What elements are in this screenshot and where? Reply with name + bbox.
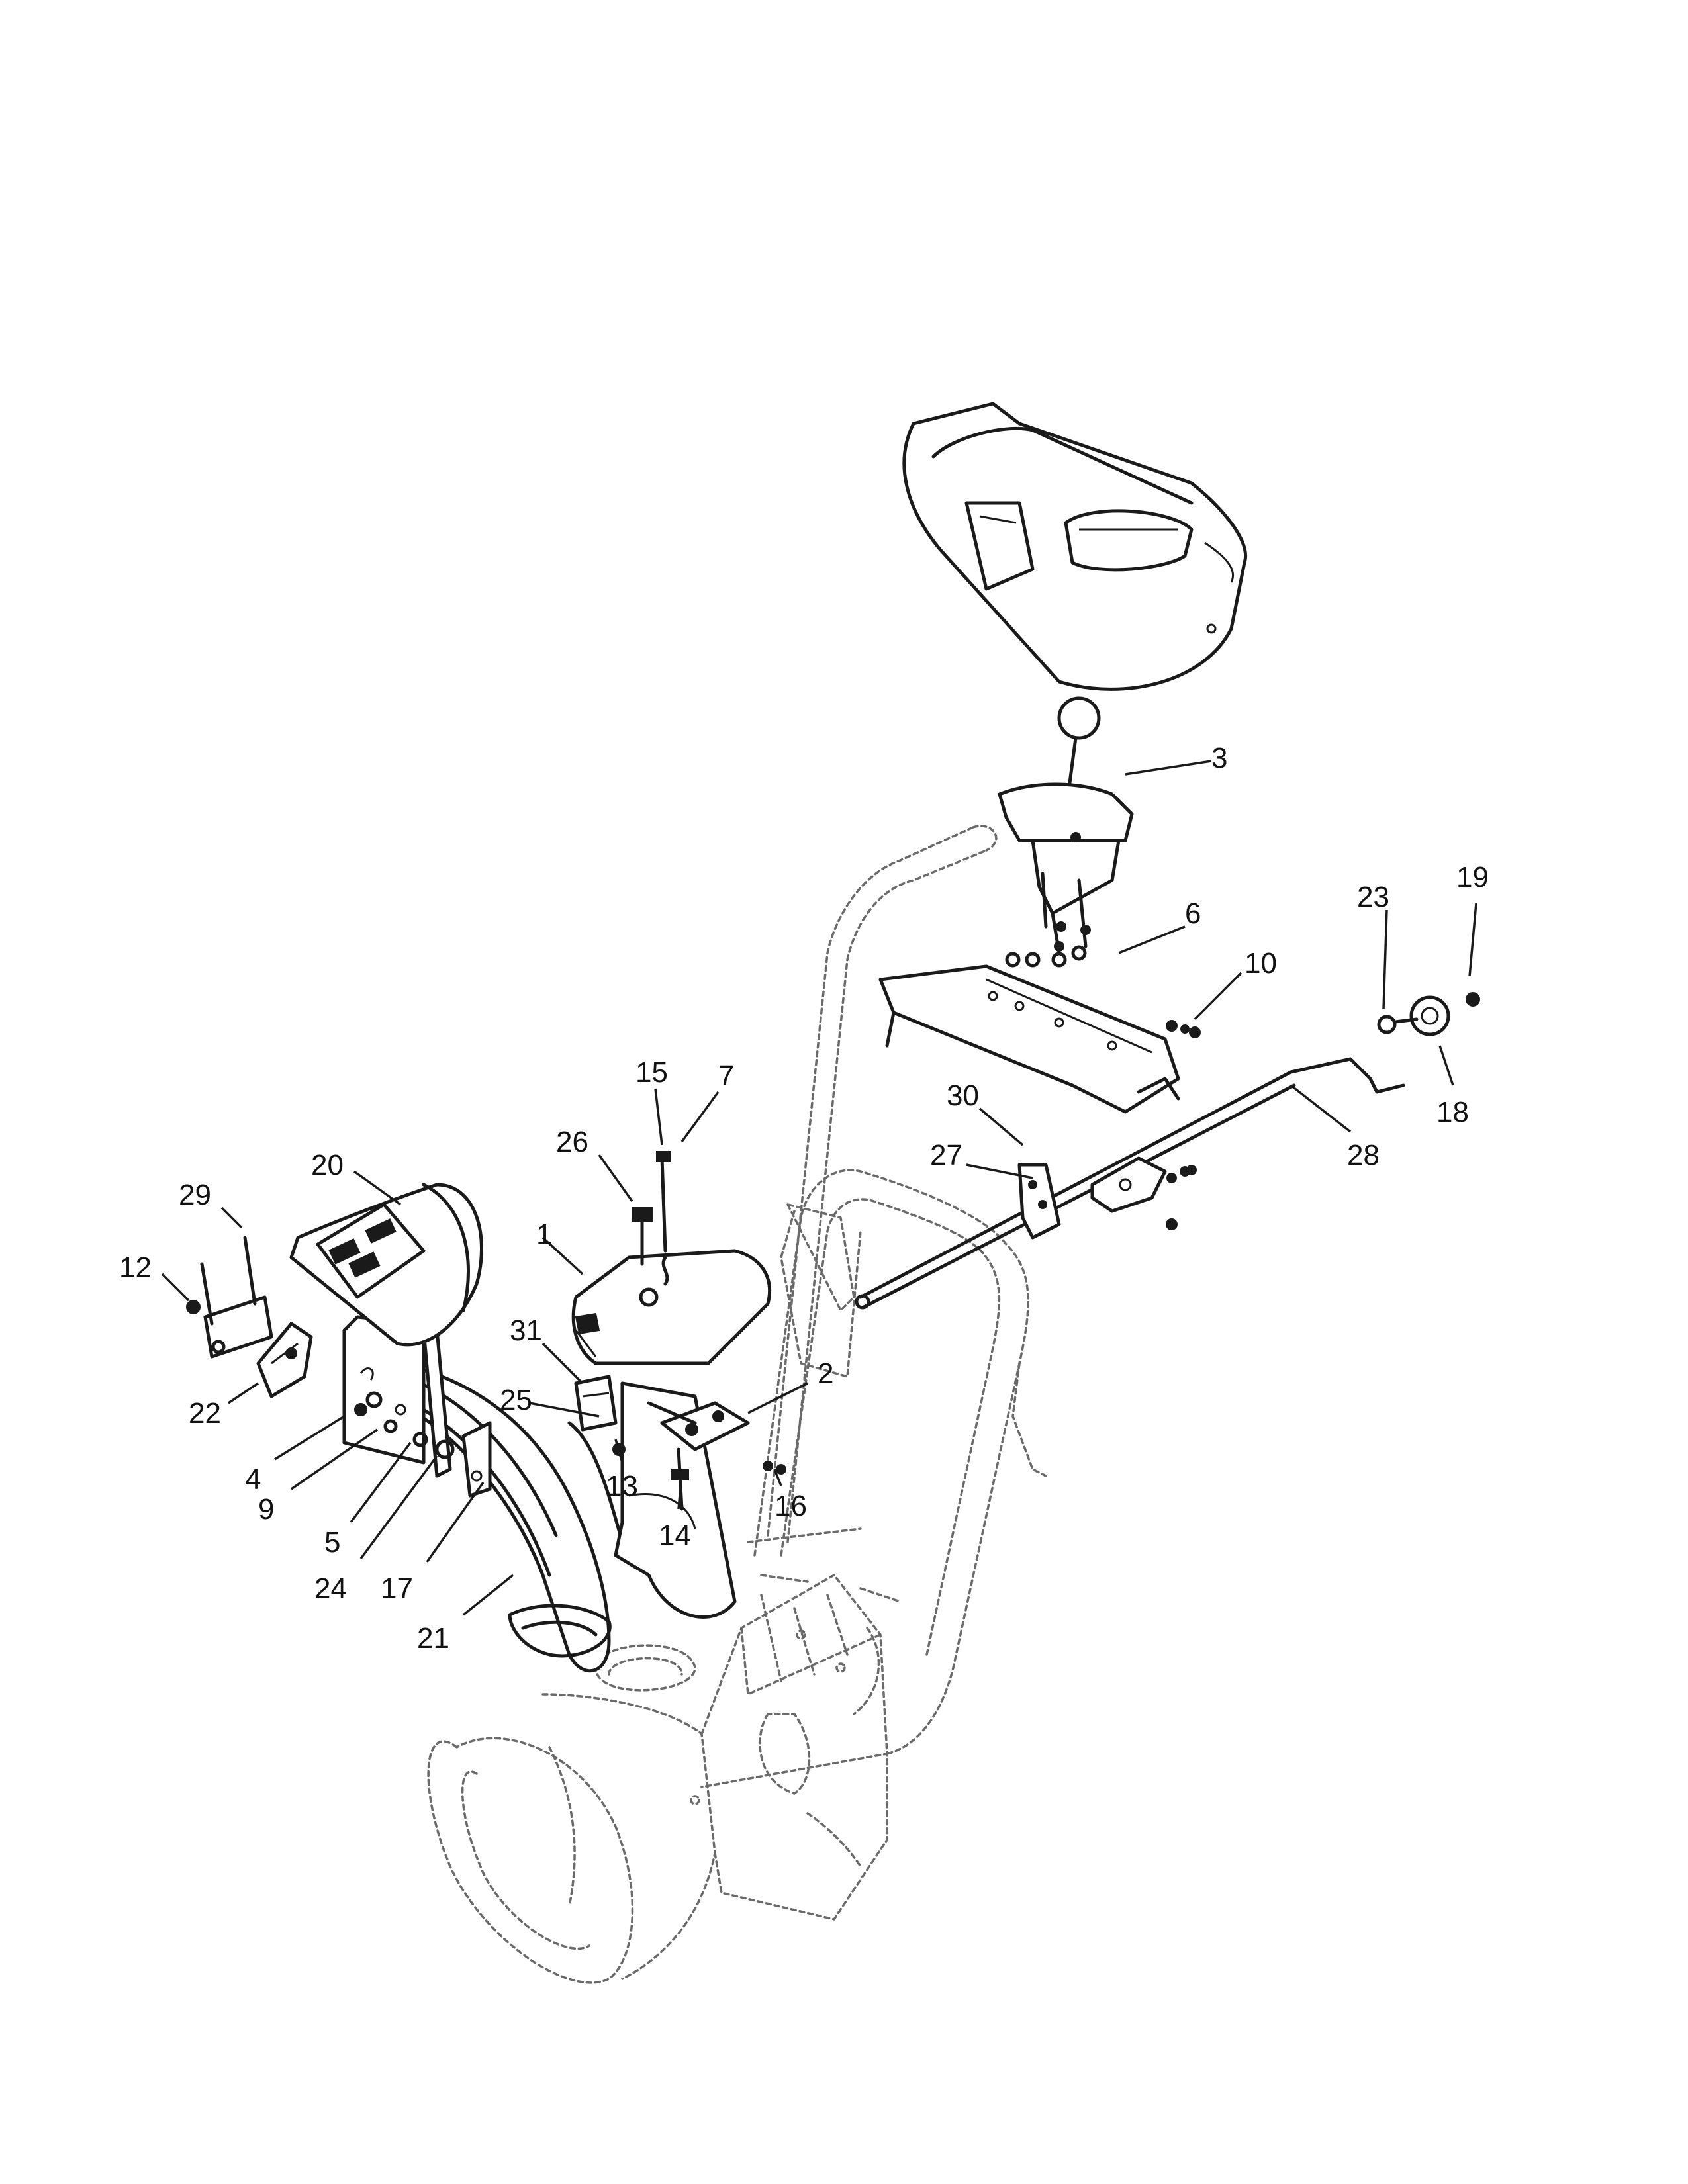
chute-hardware <box>354 1403 428 1447</box>
machine-ghost-outline <box>427 825 1047 1984</box>
callout-22: 22 <box>189 1397 221 1430</box>
callout-21: 21 <box>417 1622 449 1655</box>
bracket-31 <box>574 1375 618 1432</box>
dash-console-cover <box>902 402 1247 691</box>
pivot-bracket-2 <box>647 1401 750 1451</box>
crank-bracket-30 <box>1017 1163 1061 1240</box>
shift-lever-assembly <box>998 696 1134 968</box>
callout-2: 2 <box>818 1357 833 1390</box>
callout-16: 16 <box>774 1490 807 1522</box>
callout-23: 24 <box>314 1572 347 1605</box>
callout-5: 5 <box>324 1526 340 1559</box>
callout-7: 7 <box>718 1060 734 1092</box>
control-rod <box>855 1057 1405 1310</box>
callout-3: 3 <box>1211 742 1227 774</box>
callout-19: 19 <box>1456 861 1489 893</box>
callout-20: 20 <box>311 1149 344 1181</box>
callout-4: 4 <box>245 1463 261 1496</box>
callout-25: 25 <box>500 1384 532 1416</box>
callout-9: 9 <box>258 1493 274 1525</box>
pivot-arm <box>1090 1156 1197 1230</box>
control-panel-frame <box>878 964 1180 1114</box>
callout-27: 27 <box>930 1139 962 1171</box>
callout-1: 1 <box>536 1218 552 1251</box>
callout-6: 6 <box>1185 897 1201 930</box>
chute-deflector <box>289 1183 483 1347</box>
vertical-mount-plate <box>614 1381 737 1619</box>
callout-31: 31 <box>510 1314 542 1347</box>
chute-tilt-bracket <box>186 1236 273 1359</box>
callout-14: 14 <box>659 1520 691 1552</box>
bolts-10 <box>1166 1020 1201 1038</box>
crank-handle <box>1377 992 1480 1036</box>
callout-15: 15 <box>635 1056 668 1089</box>
chute-control-housing <box>571 1249 772 1365</box>
chute-clip <box>256 1322 313 1398</box>
leader-lines <box>161 760 1477 1616</box>
chute-side-plate <box>422 1328 492 1498</box>
callout-10: 10 <box>1244 947 1277 979</box>
callout-29: 29 <box>179 1179 211 1211</box>
callout-18: 18 <box>1436 1096 1469 1128</box>
callout-30: 30 <box>947 1079 979 1112</box>
callout-13: 13 <box>606 1470 638 1502</box>
callout-28: 28 <box>1347 1139 1380 1171</box>
callout-17: 17 <box>381 1572 413 1605</box>
callout-24: 23 <box>1357 881 1389 913</box>
callout-numbers: 3 6 10 23 19 18 28 30 27 15 7 26 1 31 25… <box>119 742 1489 1655</box>
callout-12: 12 <box>119 1251 152 1284</box>
callout-26: 26 <box>556 1126 588 1158</box>
